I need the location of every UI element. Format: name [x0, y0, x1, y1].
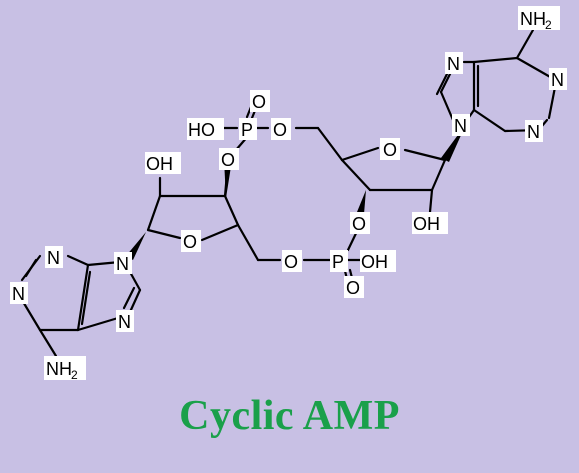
ring-oxygen-right-label: O	[383, 140, 397, 160]
bonds	[20, 28, 558, 358]
double-bond-oxygen-lower-label: O	[346, 278, 360, 298]
phosphorus-lower-label: P	[332, 252, 344, 272]
n1-bottom-label: N	[12, 284, 25, 304]
oh-left-label: OH	[146, 154, 173, 174]
oh-lower-phosphate-label: OH	[361, 252, 388, 272]
nh2-label-bottom: NH	[46, 359, 72, 379]
atom-labels: NH 2 N N N N O OH O P O HO O O P O OH	[10, 6, 567, 382]
ester-oxygen-upper-label: O	[273, 120, 287, 140]
oh-right-label: OH	[413, 214, 440, 234]
ho-upper-label: HO	[188, 120, 215, 140]
double-bond-oxygen-upper-label: O	[252, 92, 266, 112]
n3-bottom-label: N	[47, 248, 60, 268]
ester-oxygen-left-upper-label: O	[221, 150, 235, 170]
cyclic-amp-structure: NH 2 N N N N O OH O P O HO O O P O OH	[10, 6, 567, 382]
n9-bottom-label: N	[116, 254, 129, 274]
ester-oxygen-right-lower-label: O	[352, 214, 366, 234]
ester-oxygen-left-lower-label: O	[284, 252, 298, 272]
n7-top-label: N	[447, 54, 460, 74]
n1-top-label: N	[551, 70, 564, 90]
ring-oxygen-left-label: O	[183, 232, 197, 252]
n7-bottom-label: N	[118, 312, 131, 332]
n9-top-label: N	[454, 116, 467, 136]
nh2-label-top: NH	[520, 9, 546, 29]
phosphorus-upper-label: P	[241, 120, 253, 140]
diagram-title: Cyclic AMP	[179, 393, 400, 439]
n3-top-label: N	[527, 122, 540, 142]
svg-text:2: 2	[71, 368, 78, 382]
wedge-bonds	[126, 124, 466, 260]
svg-text:2: 2	[545, 18, 552, 32]
